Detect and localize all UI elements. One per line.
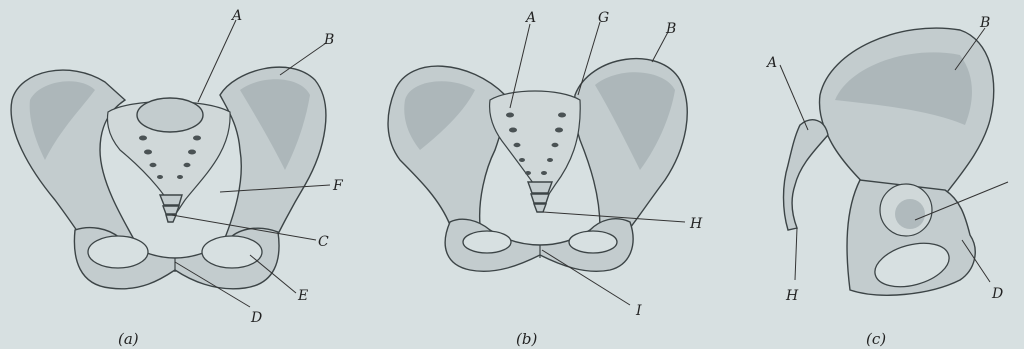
panel-a-label-b: B [323, 32, 334, 48]
panel-b-right-obturator [569, 231, 617, 253]
panel-c-label-d: D [991, 286, 1003, 302]
panel-b-left-obturator [463, 231, 511, 253]
panel-c-label-h: H [785, 288, 799, 304]
panel-b-label-b: B [665, 21, 676, 37]
panel-a-leader-b [280, 43, 326, 75]
panel-c-leader-a [780, 65, 808, 130]
panel-a-right-obturator [202, 236, 262, 268]
panel-a: A B C D E F (a) [11, 8, 344, 348]
panel-c: A B H D (c) [765, 15, 1008, 348]
panel-b-label-g: G [598, 10, 609, 26]
panel-c-caption: (c) [866, 330, 886, 348]
panel-c-leader-h [795, 228, 797, 280]
panel-a-label-c: C [318, 234, 329, 250]
panel-c-label-a: A [765, 55, 777, 71]
panel-a-label-a: A [230, 8, 242, 24]
panel-b-label-a: A [524, 10, 536, 26]
panel-a-coccyx [160, 195, 182, 222]
panel-a-caption: (a) [118, 330, 139, 348]
panel-c-label-b: B [979, 15, 990, 31]
panel-b: A G B H I (b) [388, 10, 703, 348]
panel-a-sacral-promontory [137, 98, 203, 132]
panel-b-coccyx [528, 182, 552, 212]
panel-b-label-h: H [689, 216, 703, 232]
panel-c-sacrum [784, 120, 829, 230]
panel-a-label-f: F [332, 178, 344, 194]
panel-c-acetabulum-fossa [895, 199, 925, 229]
panel-b-caption: (b) [516, 330, 537, 348]
panel-b-label-i: I [635, 303, 642, 319]
panel-a-label-e: E [297, 288, 308, 304]
panel-a-left-obturator [88, 236, 148, 268]
panel-a-label-d: D [250, 310, 262, 326]
